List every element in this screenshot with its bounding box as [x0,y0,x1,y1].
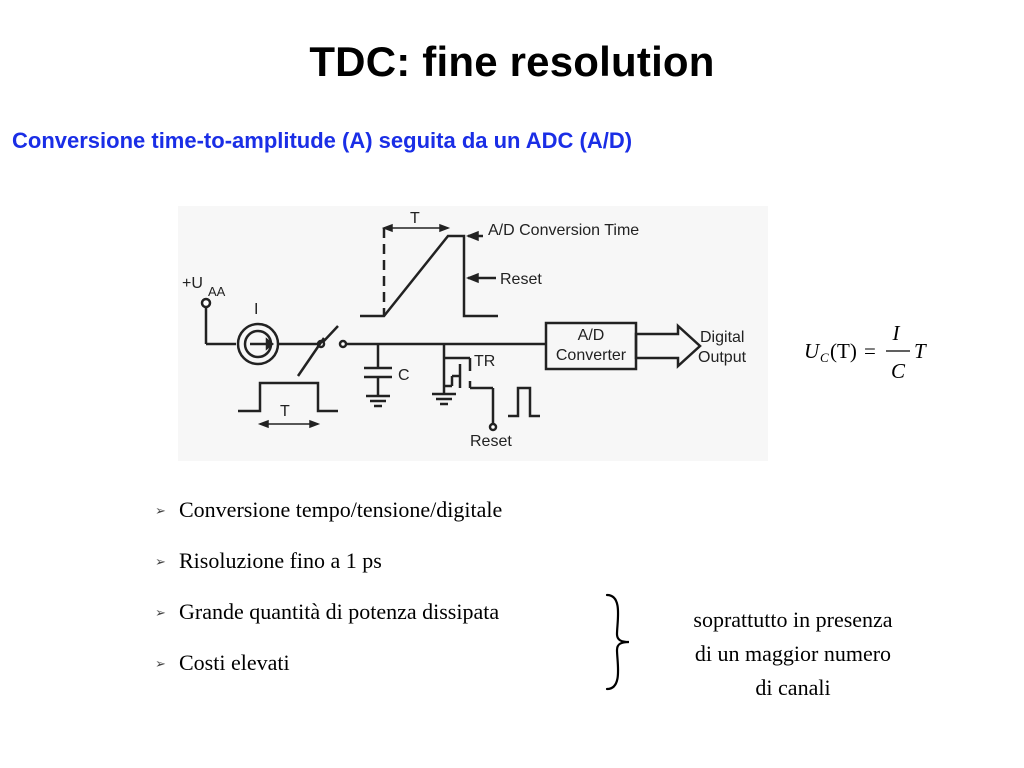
voltage-formula: U C (T) = I C T [804,321,927,383]
current-source-label: I [254,301,258,318]
formula-multiplier: T [914,339,927,363]
converter-label-line1: A/D [578,327,605,344]
bullet-item: ➢ Grande quantità di potenza dissipata [155,596,502,647]
bullet-item: ➢ Conversione tempo/tensione/digitale [155,494,502,545]
converter-label-line2: Converter [556,347,627,364]
ramp-time-label: T [410,210,420,227]
output-label-line1: Digital [700,329,744,346]
supply-subscript: AA [208,284,226,299]
note-line: di un maggior numero [694,641,892,666]
reset-arrow-label: Reset [500,271,542,288]
bullet-text: Costi elevati [179,650,290,675]
tac-circuit-diagram: +U AA I T T C TR Reset Reset A/D Convers… [178,206,768,461]
formula-denominator: C [891,359,906,383]
note-line: soprattutto in presenza [693,607,893,632]
transistor-label: TR [474,353,495,370]
bullet-item: ➢ Costi elevati [155,647,502,698]
chevron-right-icon: ➢ [155,555,166,570]
conversion-time-label: A/D Conversion Time [488,222,639,239]
formula-equals: = [864,339,876,363]
formula-numerator: I [892,321,901,345]
bullet-text: Grande quantità di potenza dissipata [179,599,500,624]
reset-gate-label: Reset [470,433,512,450]
note-line: di canali [755,675,831,700]
chevron-right-icon: ➢ [155,657,166,672]
capacitor-label: C [398,367,410,384]
bullet-text: Conversione tempo/tensione/digitale [179,497,503,522]
formula-lhs-arg: (T) [830,339,857,363]
chevron-right-icon: ➢ [155,504,166,519]
output-label-line2: Output [698,349,747,366]
slide-title: TDC: fine resolution [309,38,715,85]
right-brace-icon [605,593,630,691]
formula-lhs-main: U [804,339,821,363]
formula-lhs-sub: C [820,350,829,365]
note-text: soprattutto in presenza di un maggior nu… [650,603,936,705]
slide-subtitle: Conversione time-to-amplitude (A) seguit… [12,128,633,153]
bullet-list: ➢ Conversione tempo/tensione/digitale ➢ Ri… [155,494,502,698]
bullet-text: Risoluzione fino a 1 ps [179,548,382,573]
supply-label: +U [182,275,203,292]
pulse-width-label: T [280,403,290,420]
bullet-item: ➢ Risoluzione fino a 1 ps [155,545,502,596]
chevron-right-icon: ➢ [155,606,166,621]
